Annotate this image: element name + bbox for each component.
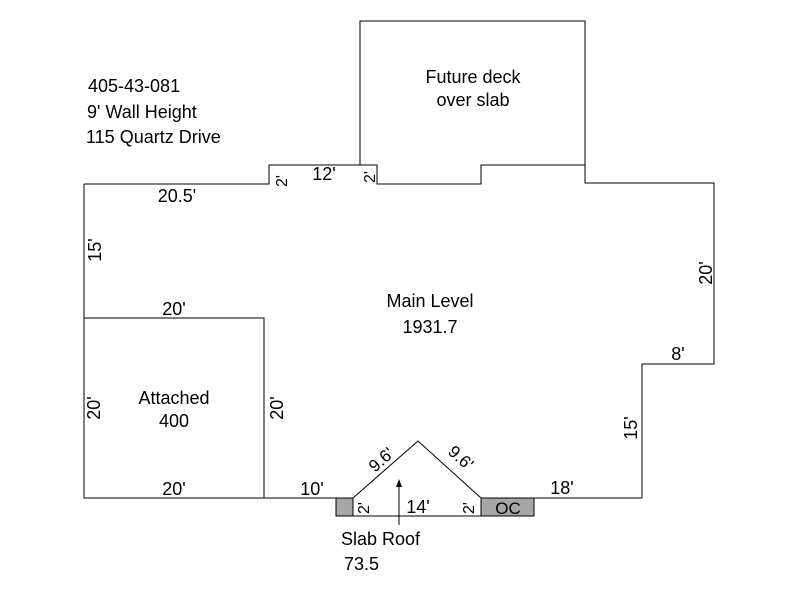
slab-gable bbox=[352, 440, 482, 499]
dim-gable-left: 9.6' bbox=[365, 444, 398, 476]
wall-height: 9' Wall Height bbox=[87, 102, 197, 122]
dim-slab-width: 14' bbox=[406, 497, 429, 517]
dim-slab-left: 2' bbox=[356, 502, 373, 514]
garage-area: 400 bbox=[159, 411, 189, 431]
dim-garage-left: 20' bbox=[84, 396, 104, 419]
slab-roof-area: 73.5 bbox=[344, 554, 379, 574]
parcel-id: 405-43-081 bbox=[88, 76, 180, 96]
address: 115 Quartz Drive bbox=[86, 127, 221, 147]
garage-outline bbox=[84, 317, 265, 498]
dim-garage-bottom: 20' bbox=[162, 479, 185, 499]
slab-roof-name: Slab Roof bbox=[341, 529, 421, 549]
dim-notch-width: 12' bbox=[312, 164, 335, 184]
main-level-name: Main Level bbox=[386, 291, 473, 311]
dim-bottom-18: 18' bbox=[550, 478, 573, 498]
dim-right-20: 20' bbox=[696, 261, 716, 284]
main-level-left-wall bbox=[83, 184, 336, 499]
dim-notch-left: 2' bbox=[274, 175, 291, 187]
dim-bottom-10: 10' bbox=[300, 479, 323, 499]
dim-left-side: 15' bbox=[85, 238, 105, 261]
dim-top-left: 20.5' bbox=[158, 186, 196, 206]
dim-notch-right: 2' bbox=[362, 171, 379, 183]
deck-label-line1: Future deck bbox=[425, 67, 521, 87]
deck-label-line2: over slab bbox=[436, 90, 509, 110]
dim-right-8: 8' bbox=[671, 344, 684, 364]
slab-left-post bbox=[335, 497, 354, 517]
main-level-area: 1931.7 bbox=[402, 317, 457, 337]
oc-box bbox=[480, 497, 535, 517]
future-deck-outline bbox=[359, 20, 586, 165]
dim-slab-right: 2' bbox=[461, 502, 478, 514]
dim-garage-right: 20' bbox=[267, 396, 287, 419]
slab-arrow-head bbox=[396, 479, 402, 487]
main-level-outline bbox=[84, 164, 715, 499]
dim-right-15: 15' bbox=[621, 416, 641, 439]
garage-name: Attached bbox=[138, 388, 209, 408]
dim-garage-top: 20' bbox=[162, 299, 185, 319]
oc-label: OC bbox=[495, 499, 521, 518]
